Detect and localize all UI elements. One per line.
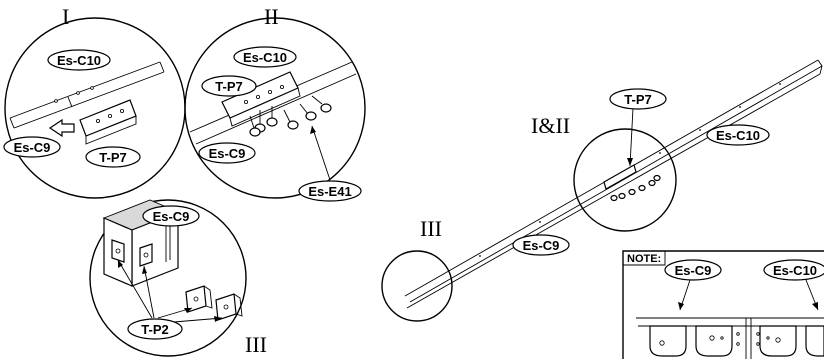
detail-3-c9-bubble	[142, 205, 200, 227]
detail-2-c9-bubble	[198, 142, 256, 164]
joint-screws	[610, 174, 661, 202]
detail-3-c9-label: Es-C9	[153, 209, 190, 224]
detail-3-brackets-loose	[185, 285, 243, 321]
main-rail-holes	[479, 83, 781, 257]
detail-1-plate-edge	[85, 116, 137, 145]
detail-2-rail	[189, 61, 357, 145]
detail-2-circle	[184, 17, 366, 199]
joint-numeral: I&II	[531, 113, 570, 138]
note-c9-label: Es-C9	[675, 263, 712, 278]
note-box: NOTE: Es-C9 Es-C10	[622, 250, 824, 359]
detail-2-numeral: II	[264, 4, 279, 29]
detail-3-circle	[89, 199, 247, 357]
note-title-cell	[623, 251, 666, 266]
detail-2-plate-edge	[229, 87, 301, 127]
detail-2-e41-bubble	[298, 180, 362, 202]
detail-2-e41-label: Es-E41	[308, 184, 351, 199]
joint-plate	[603, 164, 637, 190]
detail-3-tp2-label: T-P2	[141, 322, 168, 337]
detail-1-c10-label: Es-C10	[57, 53, 101, 68]
main-assembly: I&II III T-P7 Es-C10 Es-C9	[381, 59, 823, 322]
detail-2-e41-leader	[311, 125, 331, 181]
detail-1-tp7-bubble	[85, 146, 141, 168]
note-title: NOTE:	[627, 253, 661, 265]
end-circle	[381, 250, 453, 322]
detail-1-c9-label: Es-C9	[14, 140, 51, 155]
detail-2-c10-bubble	[233, 46, 297, 68]
main-c10-bubble	[706, 124, 770, 146]
detail-1-circle	[4, 17, 186, 199]
joint-circle	[573, 128, 677, 232]
joint-tp7-leader	[629, 107, 634, 167]
detail-1-c9-bubble	[3, 136, 61, 158]
main-c9-bubble	[512, 234, 570, 256]
detail-2-c9-label: Es-C9	[209, 146, 246, 161]
note-box-frame	[622, 250, 824, 359]
detail-1-plate	[79, 99, 137, 137]
detail-3-tp2-leaders	[117, 259, 223, 323]
main-c9-label: Es-C9	[523, 238, 560, 253]
end-numeral: III	[420, 216, 442, 241]
detail-3-tp2-bubble	[127, 318, 183, 340]
detail-3-numeral: III	[245, 332, 267, 357]
detail-2-c10-label: Es-C10	[243, 50, 287, 65]
detail-1-rail-joint	[67, 96, 73, 108]
detail-1-rail	[9, 61, 165, 129]
note-c10-label: Es-C10	[773, 263, 817, 278]
detail-2: II Es-C10 T-P7 Es-C9 Es-E41	[184, 4, 366, 202]
detail-2-tp7-label: T-P7	[215, 79, 242, 94]
detail-3: III Es-C9	[89, 199, 267, 357]
main-tp7-bubble	[609, 88, 667, 110]
main-c10-label: Es-C10	[716, 128, 760, 143]
note-c10-bubble	[763, 259, 824, 281]
note-rail-profile	[636, 317, 824, 359]
detail-2-screws	[249, 95, 332, 137]
detail-2-tp7-bubble	[201, 75, 257, 97]
detail-1-insert-arrow	[48, 118, 75, 138]
note-c9-bubble	[664, 259, 722, 281]
detail-3-brackets-mounted	[111, 239, 153, 267]
detail-1-c10-bubble	[47, 49, 111, 71]
detail-1: I Es-C10 Es-C9 T-P7	[3, 4, 186, 199]
detail-1-numeral: I	[62, 4, 69, 29]
main-tp7-label: T-P7	[624, 92, 651, 107]
detail-1-tp7-label: T-P7	[99, 150, 126, 165]
